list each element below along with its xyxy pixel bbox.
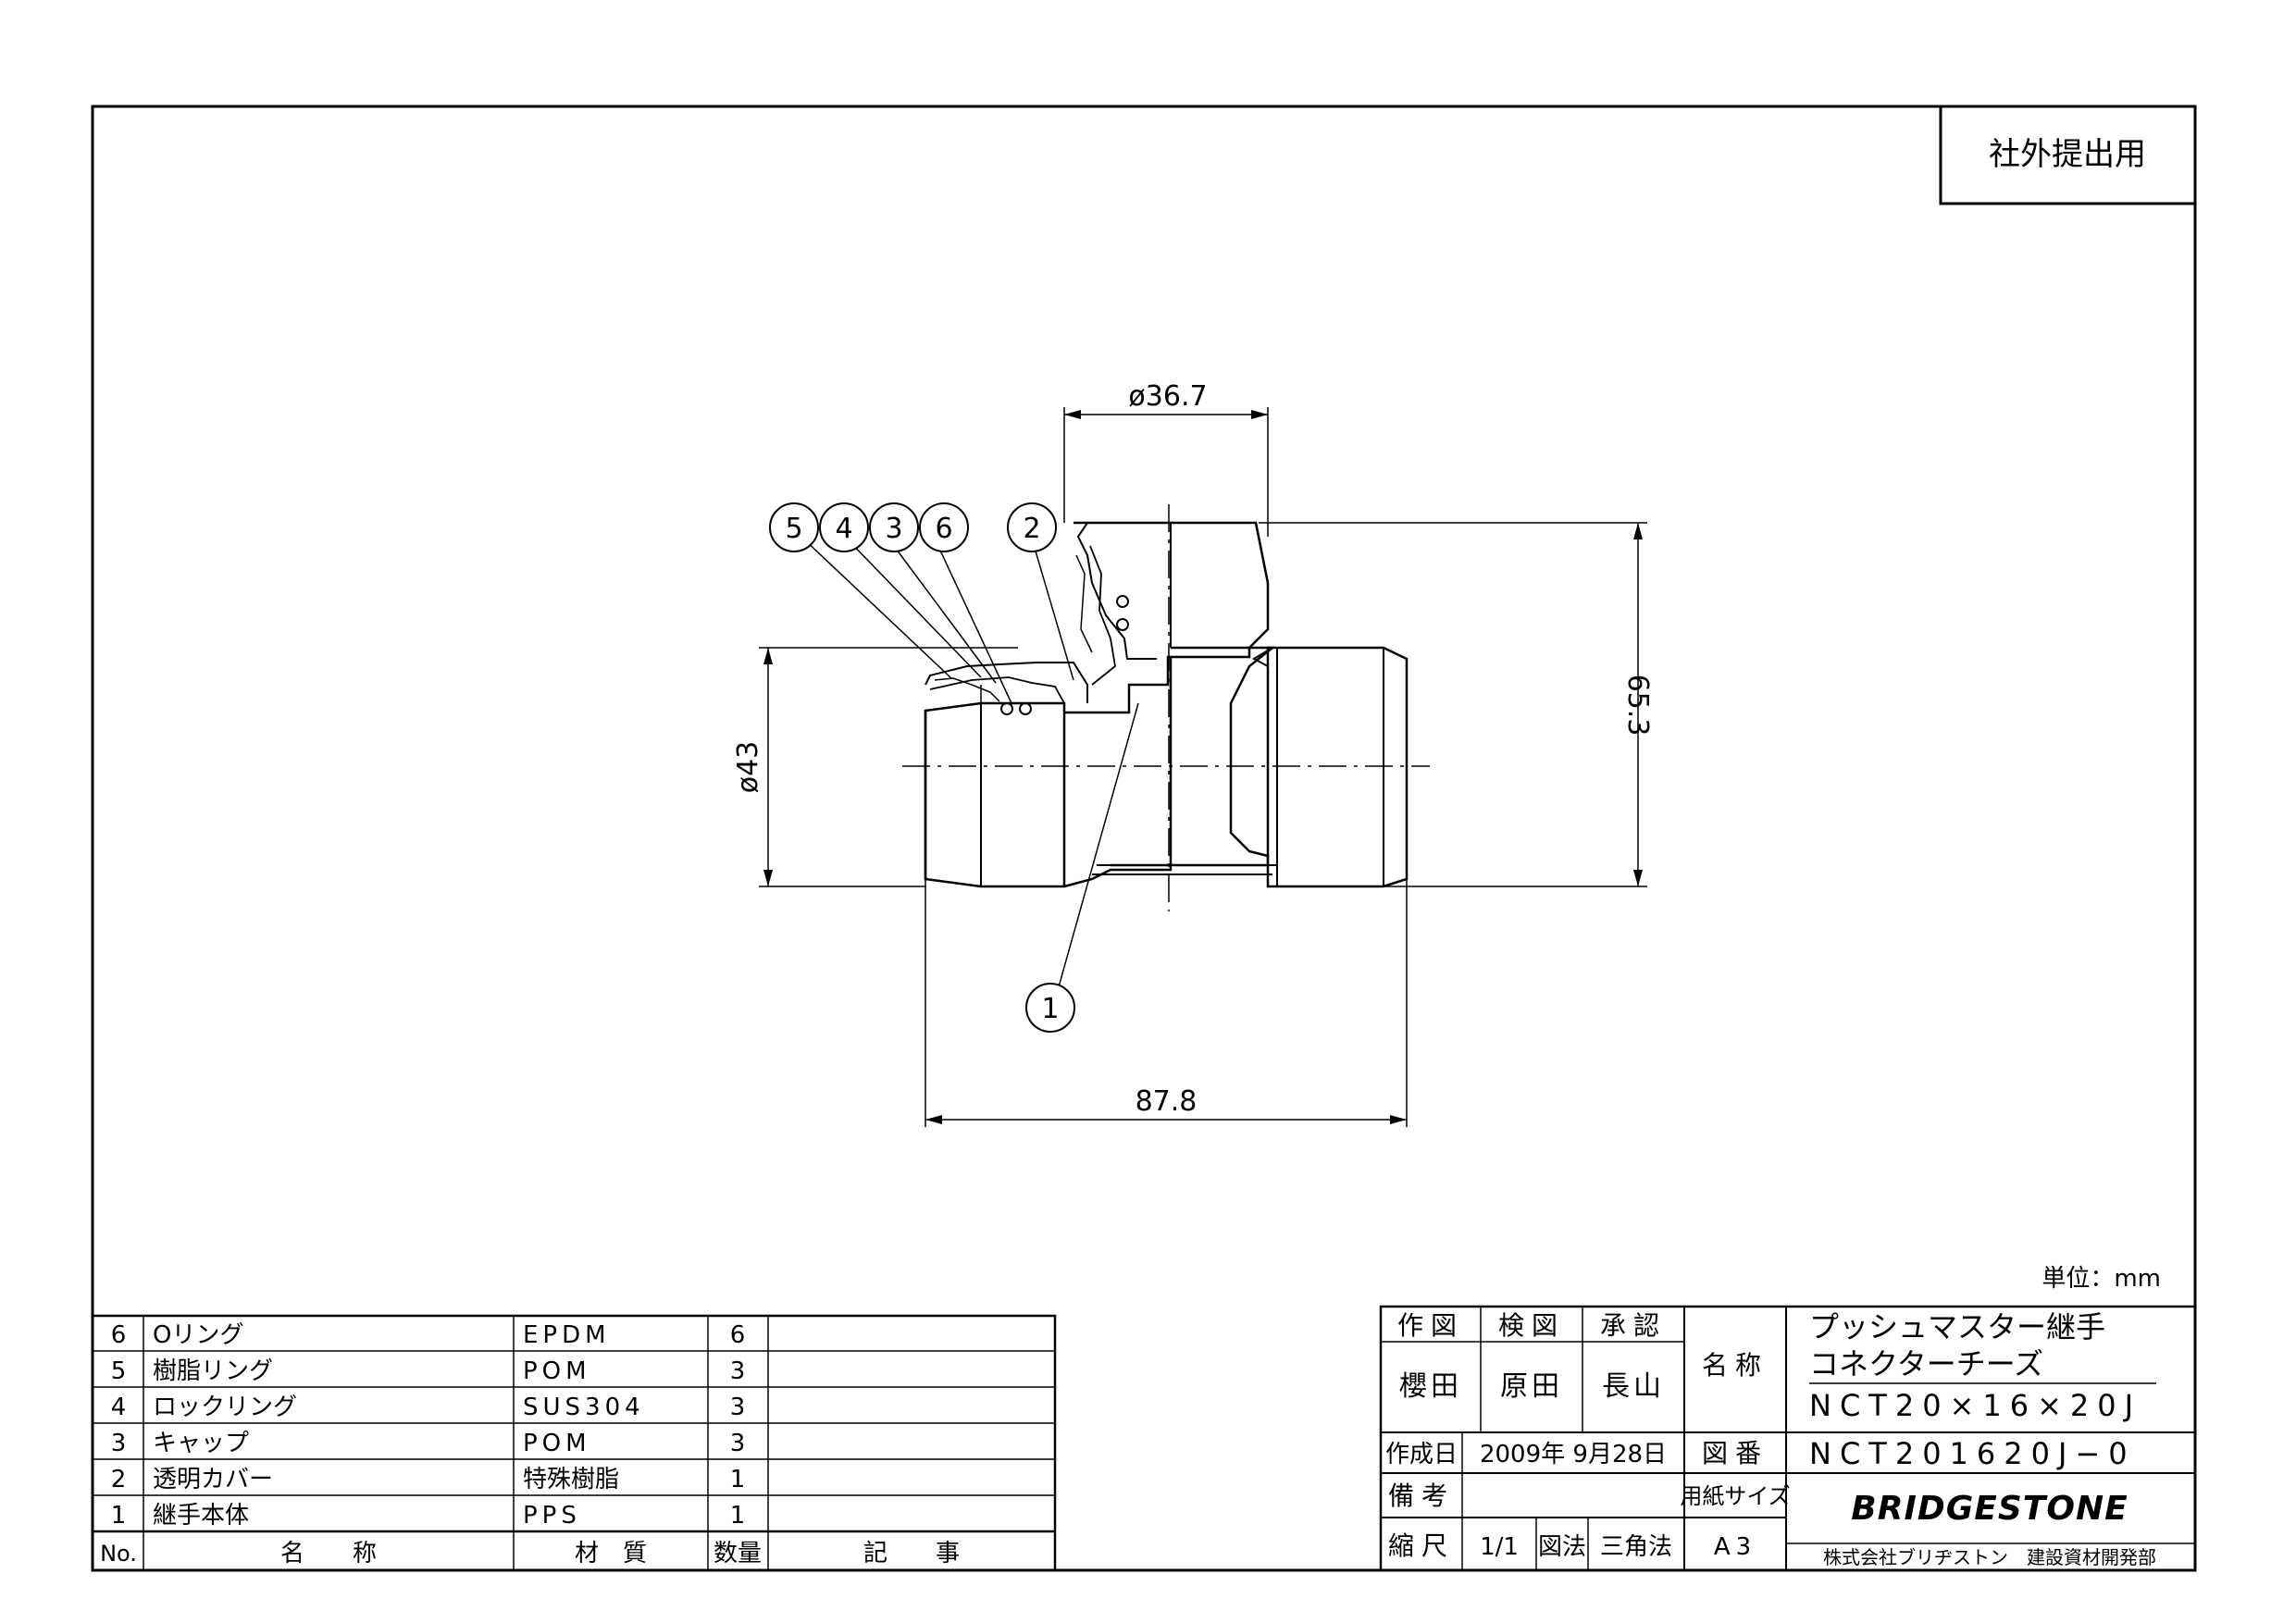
stamp-text: 社外提出用 — [1989, 136, 2146, 173]
part-material: SUS304 — [523, 1394, 645, 1421]
product-name-line1: プッシュマスター継手 — [1809, 1309, 2105, 1344]
parts-header-qty: 数量 — [714, 1540, 762, 1567]
paper-size-value: A3 — [1714, 1533, 1756, 1561]
method-value: 三角法 — [1600, 1533, 1672, 1561]
part-qty: 3 — [730, 1430, 746, 1457]
part-no: 6 — [111, 1321, 127, 1349]
parts-list — [91, 1314, 1057, 1572]
callout-4 — [819, 502, 869, 552]
o-ring-upper-a — [1116, 595, 1129, 608]
callout-5 — [769, 502, 819, 552]
approved-label: 承認 — [1600, 1310, 1667, 1341]
o-ring-left-a — [1000, 702, 1013, 715]
dim-text-87: 87.8 — [1136, 1085, 1198, 1118]
part-qty: 1 — [730, 1466, 746, 1493]
callout-2-label: 2 — [1023, 513, 1040, 545]
checked-label: 検図 — [1498, 1310, 1565, 1341]
part-material: 特殊樹脂 — [523, 1466, 619, 1493]
part-drawing — [759, 407, 1647, 1127]
parts-header-note: 記 事 — [863, 1540, 960, 1567]
part-material: PPS — [523, 1502, 581, 1530]
branch-cutaway — [1076, 522, 1157, 660]
main-body-center — [1111, 646, 1276, 867]
part-no: 2 — [111, 1466, 127, 1493]
dwgno-value: NCT201620J−0 — [1809, 1436, 2136, 1471]
stamp-box: 社外提出用 — [1939, 105, 2197, 205]
parts-header-material: 材 質 — [575, 1540, 647, 1567]
drawing-border — [91, 105, 2197, 1572]
o-ring-left-b — [1019, 702, 1032, 715]
part-material: POM — [523, 1357, 591, 1385]
callout-3 — [869, 502, 919, 552]
main-body-left — [1063, 655, 1173, 888]
paper-size-label: 用紙サイズ — [1680, 1483, 1790, 1509]
callout-5-label: 5 — [785, 513, 802, 545]
parts-header-name: 名 称 — [280, 1540, 377, 1567]
part-no: 5 — [111, 1357, 127, 1385]
part-no: 1 — [111, 1502, 127, 1530]
drawn-label: 作図 — [1397, 1310, 1464, 1341]
o-ring-upper-b — [1116, 618, 1129, 631]
part-material: POM — [523, 1430, 591, 1457]
part-no: 3 — [111, 1430, 127, 1457]
company-name: 株式会社ブリヂストン 建設資材開発部 — [1823, 1546, 2156, 1568]
callouts: 5 4 3 6 2 1 — [769, 502, 1075, 1033]
part-name: キャップ — [153, 1430, 249, 1457]
part-name: 透明カバー — [153, 1466, 273, 1493]
product-name-line2: コネクターチーズ — [1809, 1346, 2043, 1381]
remarks-label: 備考 — [1388, 1481, 1455, 1511]
left-socket — [924, 701, 1066, 888]
callout-3-label: 3 — [885, 513, 902, 545]
product-name-line3: NCT20×16×20J — [1809, 1388, 2141, 1423]
part-material: EPDM — [523, 1321, 611, 1349]
callout-4-label: 4 — [835, 513, 852, 545]
dim-text-36: ø36.7 — [1128, 380, 1207, 413]
callout-2 — [1007, 502, 1057, 552]
part-name: 継手本体 — [153, 1502, 249, 1530]
unit-label: 単位：mm — [2042, 1265, 2161, 1293]
drawn-by: 櫻田 — [1399, 1370, 1462, 1403]
title-block-text: 作図 検図 承認 櫻田 原田 長山 名称 プッシュマスター継手 コネクターチーズ… — [1385, 1309, 2156, 1568]
dim-text-43: ø43 — [732, 741, 764, 794]
dwgno-label: 図番 — [1702, 1438, 1769, 1468]
dim-text-65: 65.3 — [1621, 675, 1654, 737]
approved-by: 長山 — [1602, 1370, 1665, 1403]
top-branch — [1074, 521, 1270, 650]
name-label: 名称 — [1702, 1350, 1769, 1381]
part-name: Oリング — [153, 1321, 243, 1349]
part-qty: 3 — [730, 1394, 746, 1421]
checked-by: 原田 — [1500, 1370, 1563, 1403]
left-cutaway — [925, 662, 1088, 703]
part-qty: 1 — [730, 1502, 746, 1530]
date-label: 作成日 — [1385, 1441, 1458, 1468]
right-socket — [1266, 646, 1409, 888]
brand-logo: BRIDGESTONE — [1851, 1490, 2128, 1528]
part-qty: 6 — [730, 1321, 746, 1349]
part-no: 4 — [111, 1394, 127, 1421]
scale-label: 縮尺 — [1388, 1530, 1455, 1561]
date-value: 2009年 9月28日 — [1480, 1441, 1667, 1468]
method-label: 図法 — [1538, 1533, 1586, 1561]
part-qty: 3 — [730, 1357, 746, 1385]
parts-header-no: No. — [100, 1541, 137, 1567]
parts-list-text: 6 Oリング EPDM 6 5 樹脂リング POM 3 4 ロックリング SUS… — [100, 1321, 960, 1567]
part-name: ロックリング — [153, 1394, 297, 1421]
callout-1-label: 1 — [1041, 993, 1059, 1025]
title-block — [1379, 1305, 2197, 1572]
callout-6 — [919, 502, 969, 552]
callout-6-label: 6 — [935, 513, 952, 545]
callout-1 — [1025, 983, 1075, 1033]
scale-value: 1/1 — [1480, 1533, 1519, 1561]
part-name: 樹脂リング — [153, 1357, 273, 1385]
